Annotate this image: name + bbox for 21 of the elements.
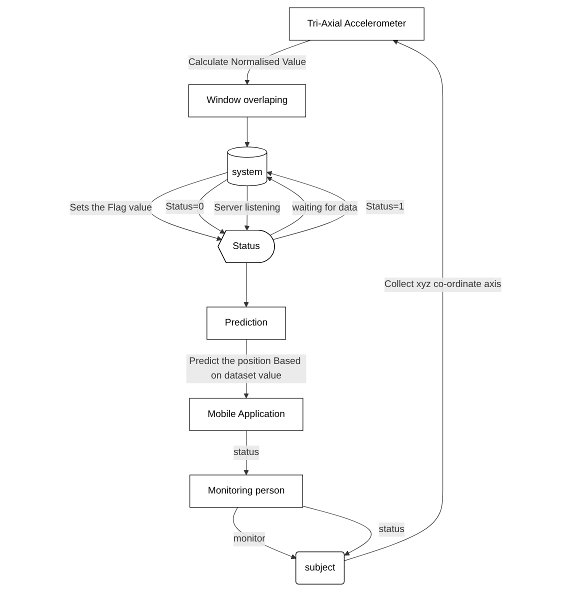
edge-label: status [234, 447, 260, 458]
edge-label: Calculate Normalised Value [188, 57, 307, 68]
arrow [245, 116, 250, 148]
edge-label: Status=1 [366, 202, 405, 212]
node-box: Tri-Axial Accelerometer [289, 8, 425, 40]
node-box: Prediction [207, 306, 286, 340]
edge-label: status [379, 524, 405, 534]
arrow [244, 262, 250, 308]
node-box: Window overlaping [188, 84, 307, 118]
edge-label: monitor [234, 534, 266, 544]
edge-label: waiting for data [292, 202, 358, 213]
arrow [302, 506, 372, 556]
edge-label: Collect xyz co-ordinate axis [384, 279, 502, 290]
node-box: Mobile Application [190, 398, 304, 431]
node-box: Monitoring person [190, 474, 304, 508]
edge-label: Server listening [214, 202, 281, 213]
arrow [233, 507, 297, 560]
edge-label: Predict the position Based on dataset value [190, 356, 302, 381]
edge-label: Sets the Flag value [70, 202, 152, 213]
edge-label: Status=0 [166, 202, 204, 212]
arrow [344, 40, 444, 562]
